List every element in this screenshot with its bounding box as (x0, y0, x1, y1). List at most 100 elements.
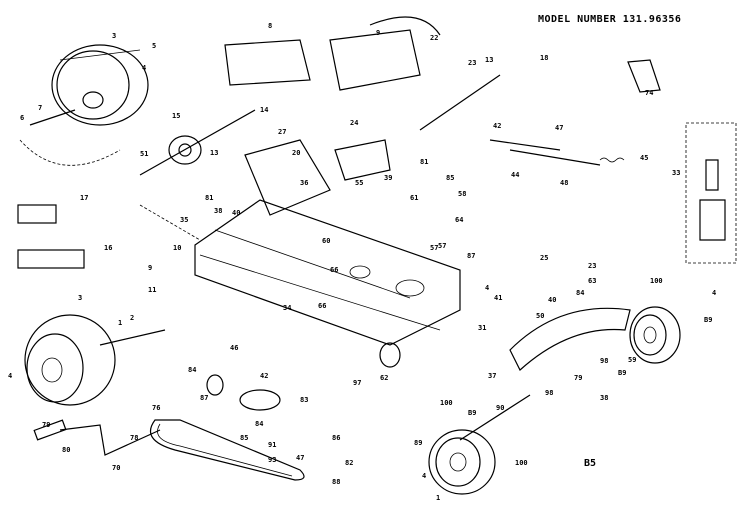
rear-wheel-bottom-left (24, 314, 166, 406)
svg-text:84: 84 (188, 366, 196, 374)
svg-text:51: 51 (140, 150, 148, 158)
svg-text:23: 23 (468, 59, 476, 67)
svg-text:87: 87 (467, 252, 475, 260)
svg-text:9: 9 (376, 29, 380, 37)
svg-text:36: 36 (300, 179, 308, 187)
svg-text:50: 50 (536, 312, 544, 320)
svg-text:66: 66 (318, 302, 326, 310)
svg-text:88: 88 (332, 478, 340, 486)
axle-assembly (139, 109, 256, 176)
svg-text:90: 90 (496, 404, 504, 412)
svg-text:3: 3 (78, 294, 82, 302)
svg-text:10: 10 (173, 244, 181, 252)
svg-text:62: 62 (380, 374, 388, 382)
svg-text:47: 47 (555, 124, 563, 132)
svg-text:59: 59 (628, 356, 636, 364)
svg-text:6: 6 (20, 114, 24, 122)
svg-text:B9: B9 (704, 316, 712, 324)
svg-text:63: 63 (588, 277, 596, 285)
svg-text:11: 11 (148, 286, 156, 294)
spring-rod-assembly (419, 74, 625, 166)
svg-text:47: 47 (296, 454, 304, 462)
svg-text:41: 41 (494, 294, 502, 302)
svg-text:38: 38 (600, 394, 608, 402)
svg-text:100: 100 (515, 459, 528, 467)
svg-text:89: 89 (414, 439, 422, 447)
front-axle (459, 307, 631, 441)
crank-handle (33, 419, 161, 456)
svg-text:5: 5 (152, 42, 156, 50)
svg-text:70: 70 (112, 464, 120, 472)
svg-text:39: 39 (384, 174, 392, 182)
svg-text:55: 55 (355, 179, 363, 187)
svg-text:B9: B9 (618, 369, 626, 377)
svg-text:14: 14 (260, 106, 268, 114)
svg-text:4: 4 (422, 472, 426, 480)
svg-text:66: 66 (330, 266, 338, 274)
svg-text:24: 24 (350, 119, 358, 127)
svg-text:16: 16 (104, 244, 112, 252)
pulley-set (206, 342, 401, 411)
svg-text:81: 81 (420, 158, 428, 166)
svg-text:1: 1 (118, 319, 122, 327)
hardware-packs (17, 204, 85, 269)
svg-text:4: 4 (712, 289, 716, 297)
svg-text:40: 40 (548, 296, 556, 304)
svg-text:98: 98 (545, 389, 553, 397)
svg-text:34: 34 (283, 304, 291, 312)
svg-text:79: 79 (574, 374, 582, 382)
svg-text:93: 93 (268, 456, 276, 464)
svg-text:33: 33 (672, 169, 680, 177)
front-wheel-bottom (428, 429, 496, 495)
svg-text:13: 13 (485, 56, 493, 64)
svg-text:84: 84 (576, 289, 584, 297)
svg-text:58: 58 (458, 190, 466, 198)
svg-text:27: 27 (278, 128, 286, 136)
svg-text:46: 46 (230, 344, 238, 352)
svg-text:78: 78 (130, 434, 138, 442)
svg-text:22: 22 (430, 34, 438, 42)
svg-text:85: 85 (240, 434, 248, 442)
drive-belt (150, 419, 305, 481)
page-code-label: B5 (584, 458, 597, 469)
svg-text:42: 42 (493, 122, 501, 130)
svg-text:87: 87 (200, 394, 208, 402)
svg-text:15: 15 (172, 112, 180, 120)
svg-text:97: 97 (353, 379, 361, 387)
svg-text:84: 84 (255, 420, 263, 428)
svg-text:91: 91 (268, 441, 276, 449)
svg-text:64: 64 (455, 216, 463, 224)
svg-text:85: 85 (446, 174, 454, 182)
svg-text:60: 60 (322, 237, 330, 245)
seat-bracket (224, 16, 441, 91)
svg-text:40: 40 (232, 209, 240, 217)
svg-text:61: 61 (410, 194, 418, 202)
svg-text:81: 81 (205, 194, 213, 202)
svg-text:7: 7 (38, 104, 42, 112)
svg-text:4: 4 (142, 64, 146, 72)
svg-text:100: 100 (440, 399, 453, 407)
svg-text:80: 80 (62, 446, 70, 454)
svg-text:74: 74 (645, 89, 653, 97)
svg-text:18: 18 (540, 54, 548, 62)
svg-text:8: 8 (268, 22, 272, 30)
svg-text:76: 76 (152, 404, 160, 412)
svg-text:38: 38 (214, 207, 222, 215)
svg-text:37: 37 (488, 372, 496, 380)
deck-support-bracket (244, 139, 391, 216)
svg-text:83: 83 (300, 396, 308, 404)
svg-text:100: 100 (650, 277, 663, 285)
lubricant-inset (627, 59, 737, 264)
svg-text:13: 13 (210, 149, 218, 157)
svg-text:3: 3 (112, 32, 116, 40)
front-wheel-right (629, 306, 681, 364)
svg-text:4: 4 (485, 284, 489, 292)
svg-text:1: 1 (436, 494, 440, 502)
svg-text:86: 86 (332, 434, 340, 442)
svg-text:23: 23 (588, 262, 596, 270)
model-number-label: MODEL NUMBER 131.96356 (538, 14, 682, 25)
svg-text:25: 25 (540, 254, 548, 262)
svg-text:9: 9 (148, 264, 152, 272)
